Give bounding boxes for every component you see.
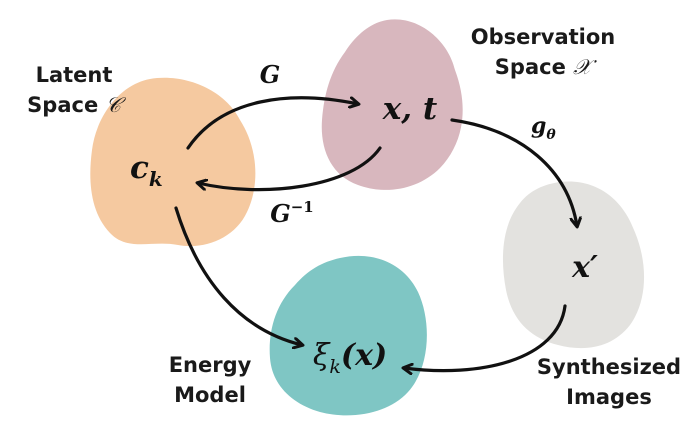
energy-label-line1: Energy	[168, 353, 252, 377]
arrow-synthesis	[450, 118, 577, 226]
edge-label-synth: gθ	[531, 113, 556, 143]
energy-model-label: Energy Model	[152, 350, 268, 410]
synthesized-label-line2: Images	[566, 385, 652, 409]
edge-label-inverse: G−1	[270, 198, 314, 228]
node-energy-function: ξk(x)	[313, 338, 387, 378]
synthesized-images-blob	[502, 181, 645, 349]
observation-label-line2: Space 𝒳	[466, 52, 620, 82]
edge-label-generator: G	[260, 60, 281, 89]
latent-space-label: Latent Space 𝒞	[16, 60, 132, 120]
latent-label-line2: Space 𝒞	[16, 90, 132, 120]
latent-label-word: Space	[27, 93, 99, 117]
energy-label-line2: Model	[174, 383, 246, 407]
arrow-latent-to-energy	[174, 206, 302, 345]
synthesized-label-line1: Synthesized	[536, 355, 682, 379]
energy-model-blob	[269, 255, 427, 416]
observation-space-blob	[321, 19, 463, 190]
synthesized-images-label: Synthesized Images	[536, 352, 682, 412]
arrow-synth-to-energy	[404, 304, 567, 371]
node-synthesized: x′	[571, 250, 598, 285]
latent-label-line1: Latent	[35, 63, 113, 87]
observation-space-label: Observation Space 𝒳	[466, 22, 620, 82]
arrow-inverse	[198, 146, 382, 192]
latent-space-symbol: 𝒞	[105, 93, 121, 117]
observation-space-symbol: 𝒳	[573, 55, 592, 79]
node-observation: x, t	[382, 91, 438, 127]
node-latent-code: ck	[130, 150, 163, 191]
observation-label-line1: Observation	[470, 25, 616, 49]
observation-label-word: Space	[494, 55, 566, 79]
arrow-generator	[186, 96, 358, 150]
